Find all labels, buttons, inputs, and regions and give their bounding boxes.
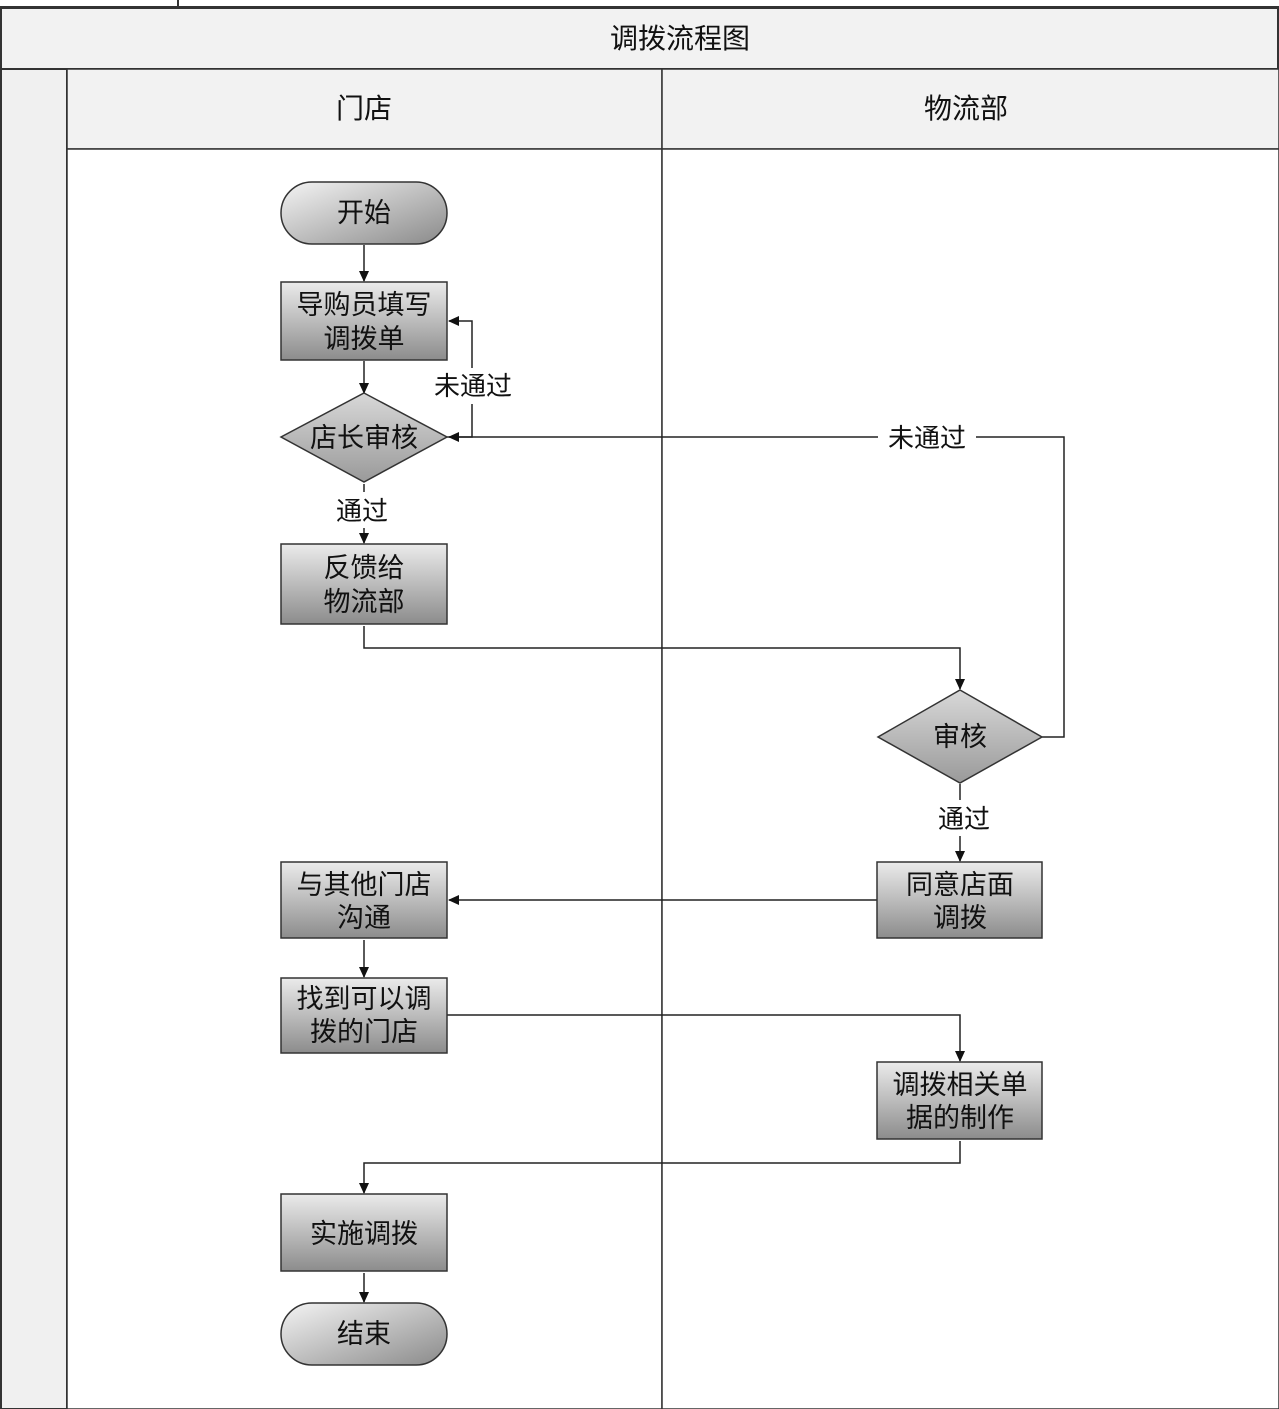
node-find-store-line1: 找到可以调: [297, 984, 432, 1015]
node-fill-form: 导购员填写 调拨单: [280, 281, 448, 361]
node-documents-line2: 据的制作: [906, 1103, 1014, 1134]
node-agree-line1: 同意店面: [906, 870, 1014, 901]
left-margin-column: [0, 68, 68, 1409]
node-documents: 调拨相关单 据的制作: [876, 1061, 1043, 1140]
node-feedback: 反馈给 物流部: [280, 543, 448, 625]
label-logistics-pass: 通过: [938, 805, 990, 835]
lane-bodies: [66, 148, 1279, 1409]
node-communicate: 与其他门店 沟通: [280, 861, 448, 939]
lane-header-logistics: 物流部: [924, 92, 1008, 125]
lane-header-store: 门店: [336, 92, 392, 125]
node-start: 开始: [280, 181, 448, 245]
node-start-label: 开始: [337, 198, 391, 229]
node-logistics-review: 审核: [876, 689, 1044, 784]
node-find-store: 找到可以调 拨的门店: [280, 977, 448, 1054]
node-manager-review-label: 店长审核: [310, 423, 418, 454]
node-feedback-line2: 物流部: [324, 587, 405, 618]
nodes: 开始 导购员填写 调拨单 店长审核 反馈给 物流部 审核 同意店面 调拨: [279, 181, 1044, 1366]
node-documents-line1: 调拨相关单: [893, 1070, 1028, 1101]
node-manager-review: 店长审核: [279, 392, 449, 483]
frame-top-fragment: [0, 0, 1279, 8]
node-end: 结束: [280, 1302, 448, 1366]
node-fill-form-line2: 调拨单: [324, 324, 405, 355]
node-logistics-review-label: 审核: [933, 722, 987, 753]
node-agree: 同意店面 调拨: [876, 861, 1043, 939]
node-communicate-line1: 与其他门店: [297, 870, 432, 901]
edge-documents-to-execute: [359, 1141, 961, 1194]
node-fill-form-line1: 导购员填写: [297, 290, 432, 321]
node-agree-line2: 调拨: [933, 903, 987, 934]
node-end-label: 结束: [337, 1319, 391, 1350]
node-feedback-line1: 反馈给: [324, 553, 405, 584]
title-bar: 调拨流程图: [0, 7, 1279, 70]
label-store-reject: 未通过: [434, 372, 512, 402]
diagram-title: 调拨流程图: [610, 22, 750, 55]
label-logistics-reject: 未通过: [888, 424, 966, 454]
node-find-store-line2: 拨的门店: [310, 1017, 418, 1048]
node-communicate-line2: 沟通: [337, 903, 391, 934]
lane-headers: 门店 物流部: [66, 68, 1279, 150]
node-execute: 实施调拨: [280, 1193, 448, 1272]
node-execute-label: 实施调拨: [310, 1219, 418, 1250]
edge-find-to-documents: [447, 1014, 965, 1062]
edge-feedback-to-logistics-review: [363, 626, 965, 690]
edge-logistics-reject-loop: [448, 432, 1065, 738]
label-store-pass: 通过: [336, 497, 388, 527]
edge-labels: 未通过 通过 未通过 通过: [330, 368, 998, 836]
connectors: [359, 245, 1065, 1303]
